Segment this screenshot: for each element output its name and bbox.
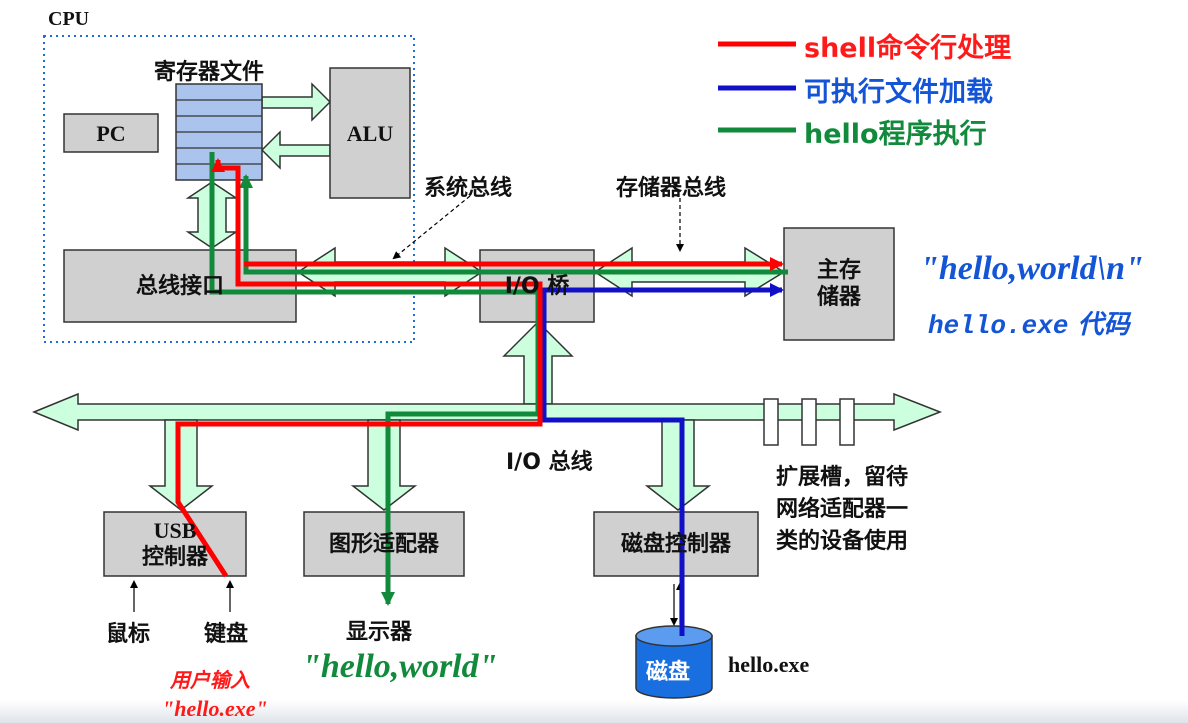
system-bus-pointer bbox=[392, 195, 471, 260]
usb-controller-label-line: USB bbox=[153, 518, 197, 543]
legend-green-label: hello程序执行 bbox=[804, 119, 987, 150]
legend-blue-label: 可执行文件加载 bbox=[804, 77, 993, 108]
display-output: "hello,world" bbox=[302, 648, 498, 685]
pc-box bbox=[63, 113, 159, 153]
disk-controller-label: 磁盘控制器 bbox=[620, 531, 731, 557]
expansion-slots-label-line: 扩展槽，留待 bbox=[776, 465, 909, 490]
pc-label: PC bbox=[96, 120, 126, 146]
usb-drop-arrow bbox=[147, 419, 215, 511]
memory-code-prefix: hello.exe bbox=[928, 311, 1069, 341]
disk-controller-box bbox=[593, 511, 759, 577]
register-file-label: 寄存器文件 bbox=[154, 60, 265, 85]
alu-box bbox=[329, 67, 411, 199]
memory-string: "hello,world\n" bbox=[920, 250, 1144, 287]
main-memory-label-line: 主存 bbox=[816, 258, 861, 283]
red-path bbox=[175, 158, 543, 578]
expansion-slots-label: 扩展槽，留待 网络适配器一 类的设备使用 bbox=[776, 462, 908, 558]
expansion-slots-label-line: 网络适配器一 bbox=[776, 497, 909, 522]
bus-interface-label: 总线接口 bbox=[135, 273, 224, 299]
alu-output-arrow bbox=[260, 130, 331, 170]
cpu-boundary bbox=[43, 35, 415, 343]
main-memory-box bbox=[783, 227, 895, 341]
disk-ctrl-drop-arrow bbox=[644, 419, 712, 511]
usb-controller-label-line: 控制器 bbox=[141, 545, 208, 570]
cpu-label: CPU bbox=[48, 8, 90, 30]
user-input-value: "hello.exe" bbox=[162, 696, 268, 721]
disk-label: 磁盘 bbox=[646, 660, 691, 685]
expansion-slots-label-line: 类的设备使用 bbox=[776, 529, 909, 554]
graphics-drop-arrow bbox=[350, 419, 418, 511]
display-label: 显示器 bbox=[346, 620, 413, 645]
bottom-band bbox=[0, 700, 1188, 723]
disk-cylinder bbox=[635, 625, 713, 699]
disk-file-label: hello.exe bbox=[728, 652, 810, 677]
usb-controller-box bbox=[103, 511, 247, 577]
usb-controller-label: USB 控制器 bbox=[104, 512, 246, 576]
io-bus-label: I/O 总线 bbox=[506, 450, 593, 475]
blue-path bbox=[541, 283, 784, 636]
memory-bus-label: 存储器总线 bbox=[616, 176, 727, 201]
mouse-label: 鼠标 bbox=[106, 622, 151, 647]
alu-input-arrow bbox=[261, 82, 332, 122]
expansion-slot bbox=[763, 398, 779, 446]
system-bus-label: 系统总线 bbox=[424, 176, 513, 201]
user-input-label: 用户输入 bbox=[170, 668, 250, 692]
keyboard-label: 键盘 bbox=[204, 622, 249, 647]
alu-label: ALU bbox=[346, 120, 394, 146]
expansion-slot bbox=[801, 398, 817, 446]
io-bridge-label: I/O 桥 bbox=[504, 273, 570, 299]
memory-code-label: hello.exe 代码 bbox=[928, 304, 1130, 341]
main-memory-label: 主存 储器 bbox=[784, 228, 894, 340]
graphics-adapter-label: 图形适配器 bbox=[328, 531, 439, 557]
green-path-memory bbox=[239, 174, 788, 275]
graphics-adapter-box bbox=[303, 511, 465, 577]
main-memory-label-line: 储器 bbox=[816, 285, 861, 310]
memory-code-suffix: 代码 bbox=[1068, 310, 1130, 340]
expansion-slot bbox=[839, 398, 855, 446]
legend-red-label: shell命令行处理 bbox=[804, 33, 1012, 64]
